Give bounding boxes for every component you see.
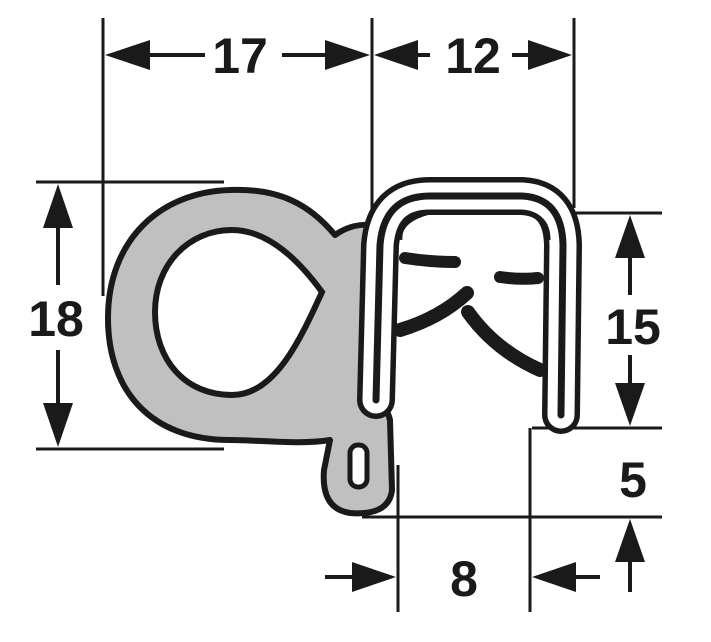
dimension-15: 15 <box>605 215 661 426</box>
seal-body <box>105 186 395 517</box>
dimension-label-12: 12 <box>445 28 501 84</box>
gripping-fins <box>393 252 547 377</box>
dimension-18: 18 <box>28 184 84 447</box>
dimension-17: 17 <box>105 28 370 84</box>
slot <box>347 442 370 490</box>
dimension-label-15: 15 <box>605 299 661 355</box>
clip <box>357 177 582 434</box>
seal-hollow <box>151 226 326 399</box>
dimension-label-17: 17 <box>212 28 268 84</box>
dimension-label-5: 5 <box>619 452 647 508</box>
extension-lines <box>36 18 662 612</box>
dimension-12: 12 <box>374 28 572 84</box>
dimension-5: 5 <box>615 452 647 592</box>
dimension-label-8: 8 <box>450 551 478 607</box>
dimension-8: 8 <box>325 551 600 607</box>
dimension-label-18: 18 <box>28 291 84 347</box>
